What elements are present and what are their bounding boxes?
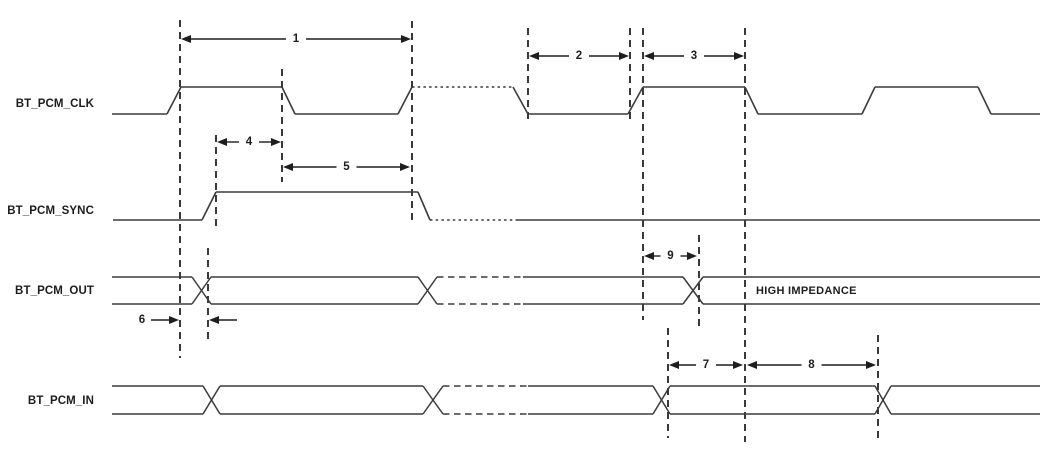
wave-segment-BT_PCM_CLK bbox=[166, 86, 182, 115]
dim-arrow-8-head-right bbox=[866, 361, 876, 369]
signal-label-BT_PCM_SYNC: BT_PCM_SYNC bbox=[7, 205, 94, 217]
dim-arrow-7-head-right bbox=[733, 361, 743, 369]
high-impedance-label: HIGH IMPEDANCE bbox=[756, 285, 857, 297]
dim-arrow-6-head-left bbox=[169, 316, 179, 324]
signal-label-BT_PCM_OUT: BT_PCM_OUT bbox=[15, 285, 94, 297]
dim-arrow-8-head-left bbox=[747, 361, 757, 369]
signal-label-BT_PCM_CLK: BT_PCM_CLK bbox=[16, 98, 95, 110]
dim-arrow-2-head-left bbox=[529, 52, 539, 60]
bus-cross-BT_PCM_IN bbox=[422, 385, 444, 415]
wave-segment-BT_PCM_SYNC bbox=[417, 191, 431, 221]
dim-arrow-4-label: 4 bbox=[246, 136, 253, 148]
bus-cross-BT_PCM_IN bbox=[652, 385, 671, 415]
signal-label-BT_PCM_IN: BT_PCM_IN bbox=[28, 395, 94, 407]
dim-arrow-1-label: 1 bbox=[293, 33, 300, 45]
dim-arrow-3-head-left bbox=[644, 52, 654, 60]
dim-arrow-9-head-right bbox=[687, 252, 697, 260]
dim-arrow-6-head-right bbox=[209, 316, 219, 324]
bus-cross-BT_PCM_OUT bbox=[417, 276, 438, 305]
wave-segment-BT_PCM_CLK bbox=[861, 86, 876, 115]
dim-arrow-5-head-right bbox=[400, 163, 410, 171]
dim-arrow-7-label: 7 bbox=[703, 359, 709, 371]
bus-cross-BT_PCM_IN bbox=[874, 385, 892, 415]
bus-cross-BT_PCM_IN bbox=[202, 385, 221, 415]
dim-arrow-6-label: 6 bbox=[139, 314, 145, 326]
wave-segment-BT_PCM_CLK bbox=[744, 86, 759, 115]
wave-segment-BT_PCM_CLK bbox=[281, 86, 296, 115]
wave-segment-BT_PCM_CLK bbox=[512, 86, 529, 115]
dim-arrow-7-head-left bbox=[669, 361, 679, 369]
dim-arrow-9-head-left bbox=[644, 252, 654, 260]
wave-segment-BT_PCM_CLK bbox=[397, 86, 413, 115]
dim-arrow-2-label: 2 bbox=[576, 50, 582, 62]
dim-arrow-1-head-left bbox=[181, 35, 191, 43]
dim-arrow-1-head-right bbox=[401, 35, 411, 43]
wave-segment-BT_PCM_CLK bbox=[627, 86, 644, 115]
bus-cross-BT_PCM_OUT bbox=[191, 276, 212, 305]
dim-arrow-5-head-left bbox=[283, 163, 293, 171]
dim-arrow-3-head-right bbox=[734, 52, 744, 60]
dim-arrow-9-label: 9 bbox=[667, 250, 673, 262]
wave-segment-BT_PCM_SYNC bbox=[201, 191, 217, 221]
dim-arrow-4-head-right bbox=[271, 138, 281, 146]
dim-arrow-3-label: 3 bbox=[691, 50, 697, 62]
dim-arrow-8-label: 8 bbox=[808, 359, 815, 371]
dim-arrow-4-head-left bbox=[217, 138, 227, 146]
wave-segment-BT_PCM_CLK bbox=[977, 86, 992, 115]
dim-arrow-5-label: 5 bbox=[343, 161, 350, 173]
dim-arrow-2-head-right bbox=[619, 52, 629, 60]
bus-cross-BT_PCM_OUT bbox=[682, 276, 704, 305]
